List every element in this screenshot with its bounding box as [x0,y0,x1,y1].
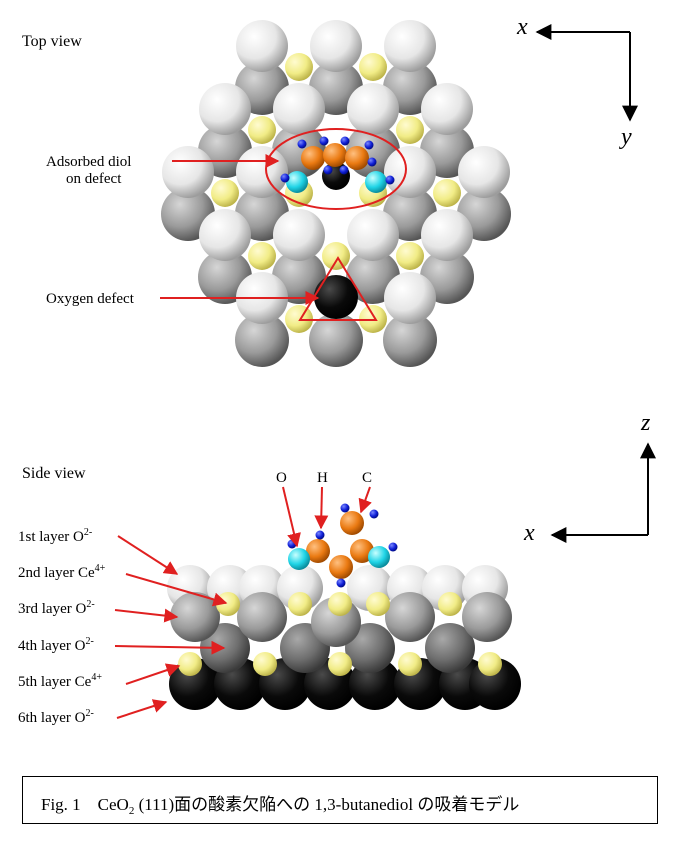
side-view-slab [167,503,521,710]
layer-label-4: 4th layer O2- [18,636,94,654]
layer-label-6: 6th layer O2- [18,708,94,726]
top-ce-atoms [211,53,461,333]
top-x-axis-label: x [517,14,528,40]
side-z-axis-label: z [641,410,651,436]
side-layer-5-atoms [178,652,502,676]
oxygen-defect-label: Oxygen defect [46,291,134,307]
layer-label-1: 1st layer O2- [18,527,93,545]
side-x-axis-label: x [524,520,535,546]
top-view-slab [161,20,511,367]
adsorbed-diol-label-line2: on defect [66,171,122,187]
side-view-title: Side view [22,465,86,482]
side-arrows [114,486,372,719]
adsorbed-diol-label-line1: Adsorbed diol [46,154,132,170]
top-defect-vacancy [314,275,358,319]
top-y-axis-label: y [621,124,632,150]
atom-label-c: C [362,470,373,486]
side-axes [550,442,656,543]
layer-label-5: 5th layer Ce4+ [18,672,102,690]
oxygen-defect-triangle [298,256,378,321]
atom-label-o: O [276,470,287,486]
figure-caption: Fig. 1 CeO2 (111)面の酸素欠陥への 1,3-butanediol… [22,776,658,824]
layer-label-3: 3rd layer O2- [18,599,95,617]
side-layer-3-atoms [170,592,512,647]
top-view-title: Top view [22,33,82,50]
top-axes [535,24,638,122]
atom-label-h: H [317,470,328,486]
adsorbed-diol-ellipse [265,128,407,210]
top-diol-molecule [280,136,395,193]
layer-label-2: 2nd layer Ce4+ [18,563,106,581]
